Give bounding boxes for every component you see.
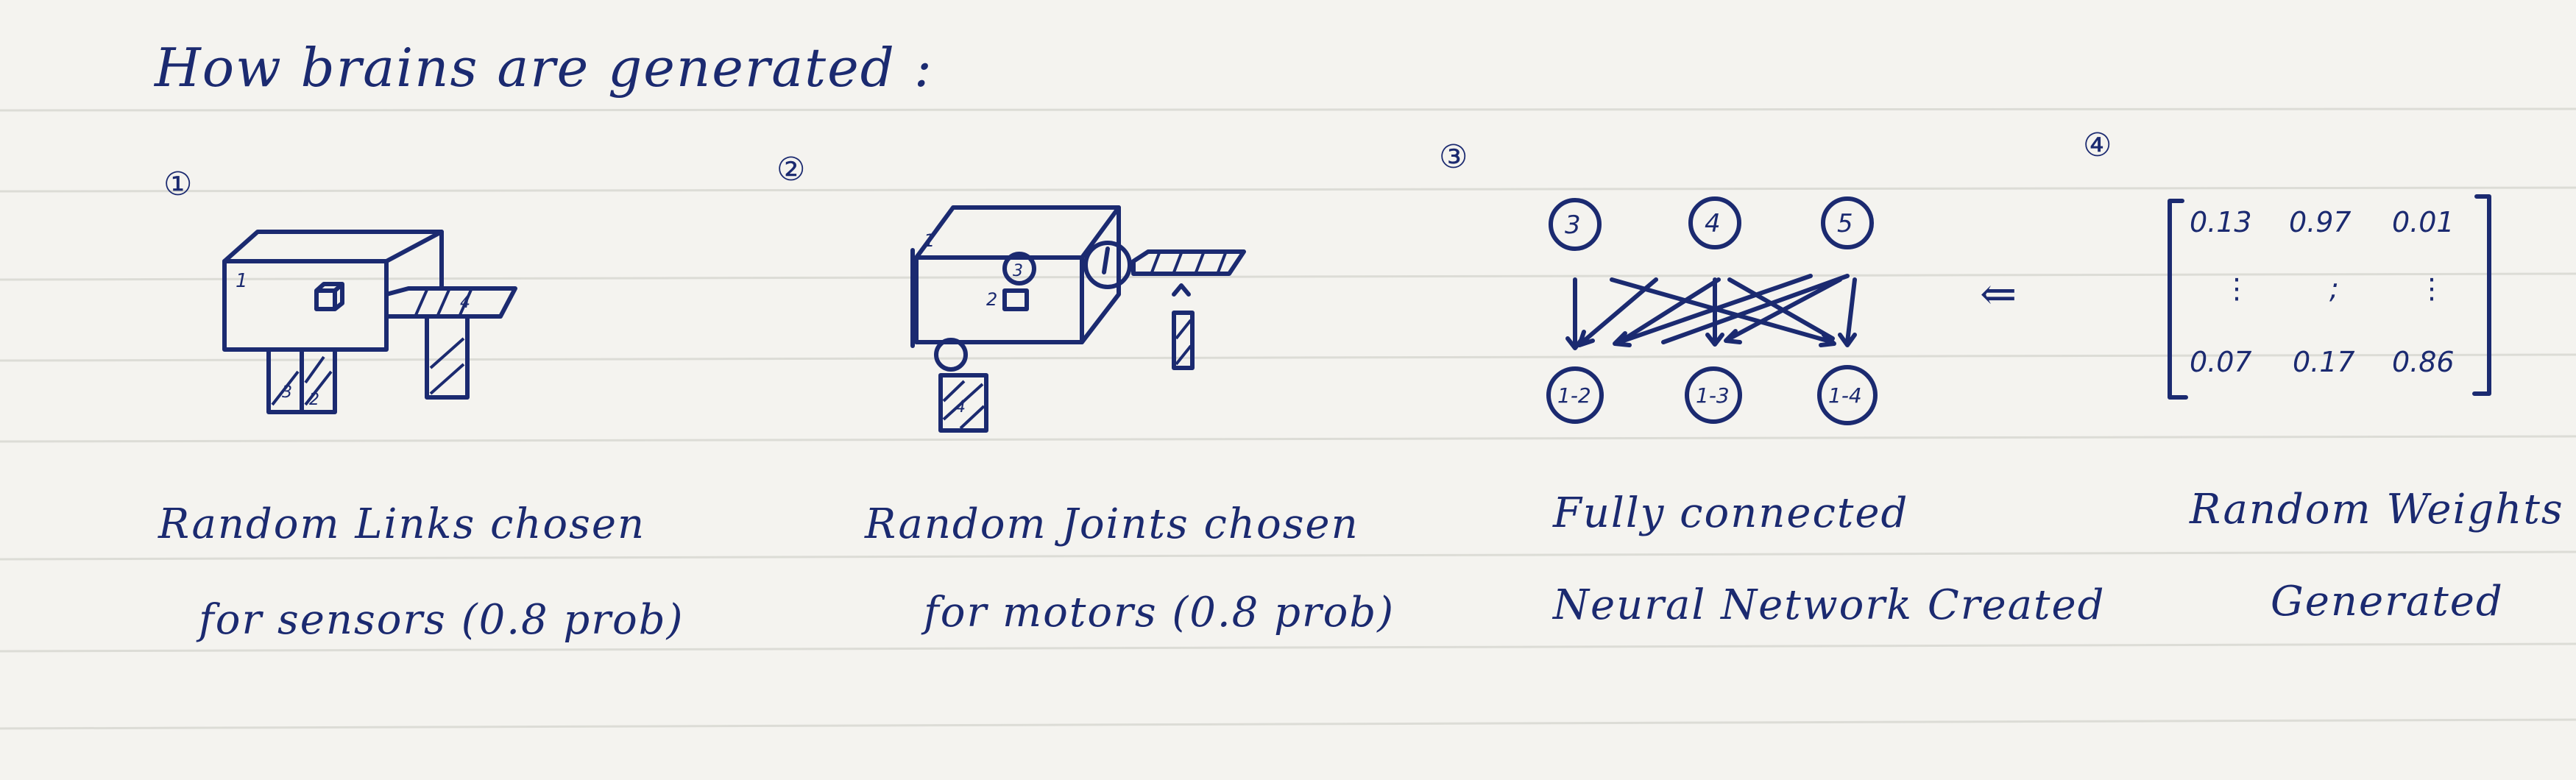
- joint-label-2: 2: [986, 289, 997, 310]
- motor-neuron-1-2: 1-2: [1557, 383, 1591, 408]
- left-arrow-icon: ⇐: [1980, 269, 2019, 320]
- link-label-4: 4: [460, 294, 470, 312]
- weight-r2-c2: ;: [2329, 272, 2339, 305]
- step-3-caption-line2: Neural Network Created: [1553, 581, 2106, 629]
- joint-label-4: 4: [955, 398, 966, 416]
- step-4-caption-line2: Generated: [2271, 578, 2504, 625]
- weight-r3-c1: 0.07: [2190, 346, 2252, 378]
- weight-r2-c1: ⋮: [2223, 272, 2251, 305]
- step-4-caption-line1: Random Weights: [2190, 486, 2564, 533]
- step-3-network-sketch: 3 4 5 1-2 1-3 1-4: [1546, 196, 1878, 425]
- step-4-weight-matrix: 0.13 0.97 0.01 ⋮ ; ⋮ 0.07 0.17 0.86: [2168, 194, 2491, 400]
- step-2-number: ②: [776, 151, 807, 188]
- motor-neuron-1-4: 1-4: [1828, 383, 1862, 408]
- step-2-caption-line2: for motors (0.8 prob): [924, 589, 1395, 637]
- step-2-robot-sketch: 1 2 3 4: [910, 205, 1246, 433]
- step-3-number: ③: [1439, 138, 1470, 176]
- weight-r3-c3: 0.86: [2392, 346, 2455, 378]
- sensor-neuron-3: 3: [1565, 210, 1581, 240]
- weight-r1-c1: 0.13: [2190, 206, 2252, 238]
- weight-r3-c2: 0.17: [2293, 346, 2355, 378]
- step-1-caption-line1: Random Links chosen: [158, 500, 646, 548]
- sensor-neuron-5: 5: [1837, 209, 1853, 238]
- link-label-1: 1: [236, 270, 248, 292]
- step-1-robot-sketch: 1 3 4 2: [222, 230, 517, 414]
- weight-r2-c3: ⋮: [2418, 272, 2446, 305]
- link-label-2: 2: [309, 391, 319, 409]
- step-2-caption-line1: Random Joints chosen: [865, 500, 1359, 548]
- link-label-3: 3: [282, 383, 292, 402]
- step-1-caption-line2: for sensors (0.8 prob): [199, 596, 684, 644]
- joint-label-3: 3: [1013, 262, 1023, 280]
- motor-neuron-1-3: 1-3: [1696, 383, 1730, 408]
- step-1-number: ①: [163, 166, 194, 203]
- weight-r1-c3: 0.01: [2392, 206, 2455, 238]
- joint-label-1: 1: [924, 230, 935, 251]
- step-3-caption-line1: Fully connected: [1553, 489, 1909, 537]
- sensor-neuron-4: 4: [1705, 209, 1721, 238]
- step-4-number: ④: [2083, 127, 2114, 164]
- page-title: How brains are generated :: [155, 37, 933, 99]
- weight-r1-c2: 0.97: [2289, 206, 2352, 238]
